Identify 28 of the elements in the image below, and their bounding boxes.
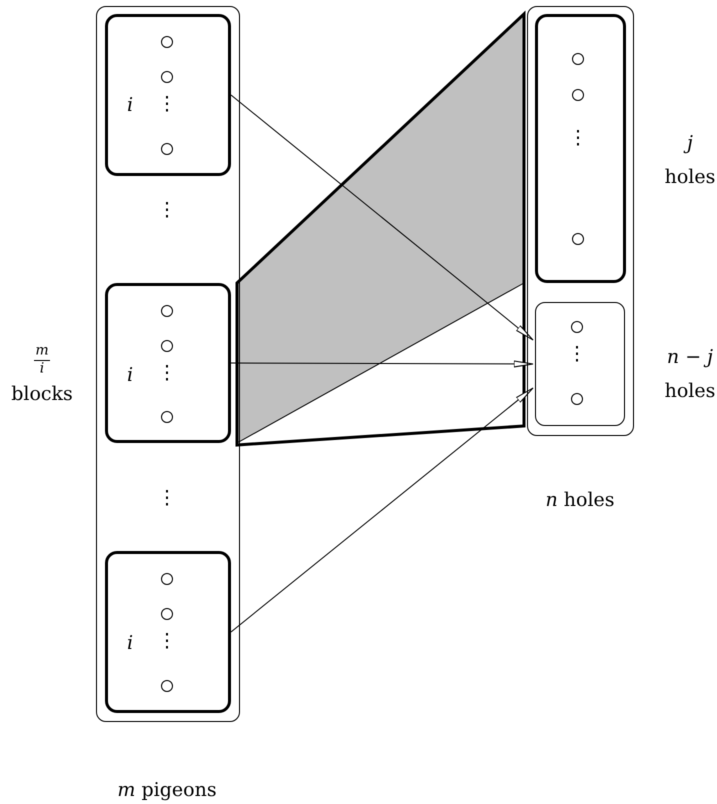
holes-box xyxy=(535,302,625,426)
arrow xyxy=(230,94,534,340)
arrow xyxy=(230,360,534,368)
hole-count-label: n − j xyxy=(666,347,714,367)
ellipsis-dots: ⋮ xyxy=(158,363,176,383)
hole-count-label: holes xyxy=(664,381,716,401)
pigeons-column xyxy=(96,6,240,722)
block-size-label: i xyxy=(126,365,134,385)
ellipsis-dots: ⋮ xyxy=(158,631,176,651)
block-size-label: i xyxy=(126,633,134,653)
ellipsis-dots: ⋮ xyxy=(568,128,588,148)
pigeon-block xyxy=(105,283,231,443)
axis-label: m pigeons xyxy=(117,780,217,800)
holes-box xyxy=(535,14,626,283)
hole-count-label: holes xyxy=(664,167,716,187)
holes-column xyxy=(527,6,634,436)
ellipsis-dots: ⋮ xyxy=(158,94,176,114)
fraction-denominator: i xyxy=(40,362,44,376)
ellipsis-dots: ⋮ xyxy=(158,200,176,220)
arrow xyxy=(230,388,534,632)
axis-label: blocks xyxy=(11,384,73,404)
pigeon-block xyxy=(105,551,231,713)
pigeon-block xyxy=(105,14,231,176)
block-size-label: i xyxy=(126,95,134,115)
ellipsis-dots: ⋮ xyxy=(158,488,176,508)
axis-label: n holes xyxy=(545,490,615,510)
fraction-numerator: m xyxy=(35,344,49,358)
ellipsis-dots: ⋮ xyxy=(568,344,586,364)
